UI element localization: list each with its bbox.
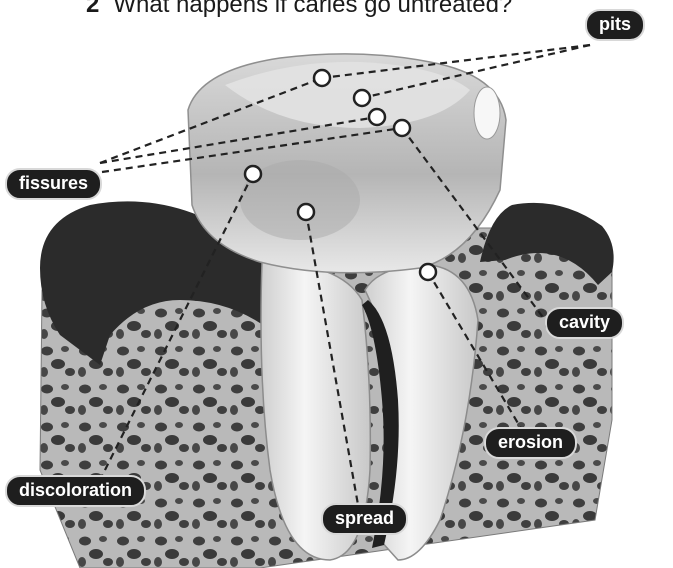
label-discoloration: discoloration [5, 475, 146, 507]
label-erosion: erosion [484, 427, 577, 459]
label-pits: pits [585, 9, 645, 41]
crown-hole [474, 87, 500, 139]
dot-discoloration [245, 166, 261, 182]
dot-fissure-1 [369, 109, 385, 125]
dot-pit-2 [354, 90, 370, 106]
dot-pit-1 [314, 70, 330, 86]
label-cavity: cavity [545, 307, 624, 339]
label-fissures: fissures [5, 168, 102, 200]
label-spread: spread [321, 503, 408, 535]
dot-fissure-2 [394, 120, 410, 136]
dot-erosion [420, 264, 436, 280]
dot-spread [298, 204, 314, 220]
